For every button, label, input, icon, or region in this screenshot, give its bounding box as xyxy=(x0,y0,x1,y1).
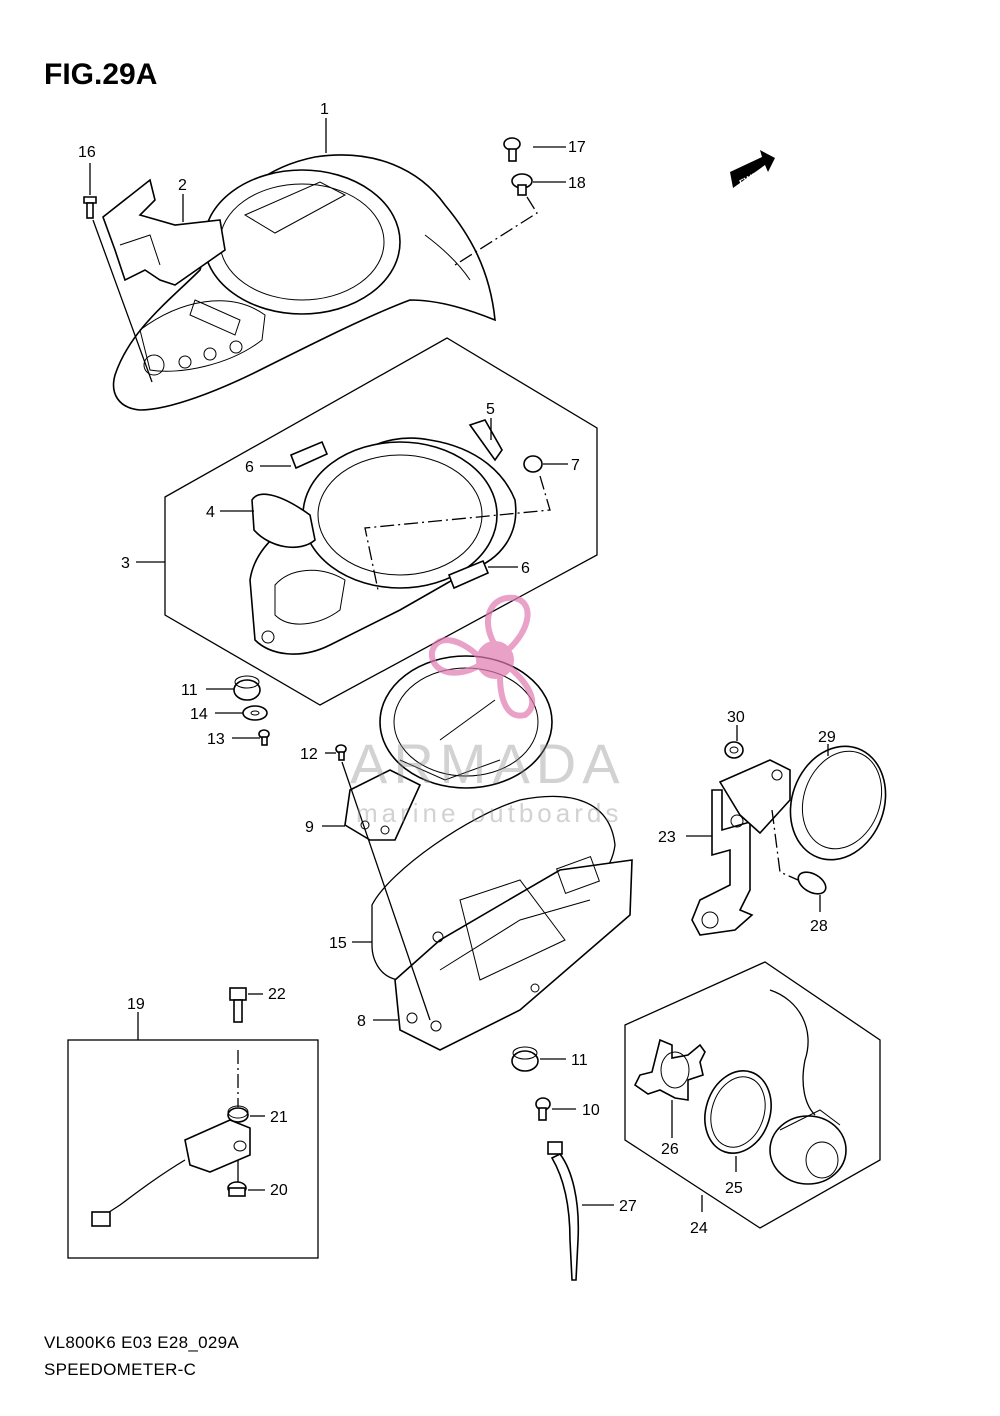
meter-housing-part-3 xyxy=(249,437,517,655)
callout-10: 10 xyxy=(582,1102,600,1119)
bracket-part-23 xyxy=(691,789,754,936)
callout-18: 18 xyxy=(568,175,586,192)
model-code: VL800K6 E03 E28_029A xyxy=(44,1333,240,1352)
bolt-part-22 xyxy=(229,987,247,1023)
callout-29: 29 xyxy=(818,729,836,746)
callout-13: 13 xyxy=(207,731,225,748)
callout-17: 17 xyxy=(568,139,586,156)
grommet-part-11a xyxy=(233,675,261,701)
callout-21: 21 xyxy=(270,1109,288,1126)
callout-11a: 11 xyxy=(181,682,198,699)
callout-26: 26 xyxy=(661,1141,679,1158)
callout-30: 30 xyxy=(727,709,745,726)
pad-part-6a xyxy=(289,440,329,470)
screw-part-13 xyxy=(258,729,270,746)
pad-part-5 xyxy=(468,419,503,462)
watermark-tagline: marine outboards xyxy=(356,798,622,828)
callout-24: 24 xyxy=(690,1220,708,1237)
callout-12: 12 xyxy=(300,746,318,763)
screw-part-12 xyxy=(335,744,347,761)
seal-ring-part-25 xyxy=(704,1070,772,1154)
watermark-logo: ARMADA marine outboards xyxy=(350,594,626,828)
callout-labels: 1 2 16 17 18 5 6 7 4 3 6 11 14 13 12 9 1… xyxy=(78,101,836,1237)
meter-cover-part-1 xyxy=(112,154,496,411)
lower-case-part-8 xyxy=(394,855,633,1051)
screw-part-17 xyxy=(503,137,521,162)
callout-5: 5 xyxy=(486,401,495,418)
leader-lines xyxy=(89,118,829,1212)
washer-screw-part-18 xyxy=(511,173,533,196)
washer-part-14 xyxy=(242,705,268,721)
nut-part-30 xyxy=(724,741,744,759)
callout-25: 25 xyxy=(725,1180,743,1197)
pad-part-6b xyxy=(447,559,490,590)
callout-6b: 6 xyxy=(521,560,530,577)
callout-15: 15 xyxy=(329,935,347,952)
cushion-part-4 xyxy=(251,493,316,548)
plate-part-23b xyxy=(718,759,791,835)
cap-part-7 xyxy=(523,455,543,473)
callout-2: 2 xyxy=(178,177,187,194)
watermark-brand: ARMADA xyxy=(350,732,626,795)
screw-part-10 xyxy=(535,1097,551,1121)
callout-28: 28 xyxy=(810,918,828,935)
bracket-part-2 xyxy=(102,178,226,286)
housing-frame-part-3 xyxy=(164,337,598,706)
callout-7: 7 xyxy=(571,457,580,474)
speedometer-gauge xyxy=(379,655,553,789)
sensor-body xyxy=(91,1119,251,1227)
callout-9: 9 xyxy=(305,819,314,836)
callout-6a: 6 xyxy=(245,459,254,476)
coupling-part-26 xyxy=(633,1038,706,1101)
callout-22: 22 xyxy=(268,986,286,1003)
plate-part-9 xyxy=(344,769,422,841)
assembly-name: SPEEDOMETER-C xyxy=(44,1360,197,1379)
callout-1: 1 xyxy=(320,101,329,118)
callout-20: 20 xyxy=(270,1182,288,1199)
grommet-part-11b xyxy=(511,1046,539,1072)
callout-14: 14 xyxy=(190,706,208,723)
bushing-part-20 xyxy=(227,1181,247,1197)
propeller-icon xyxy=(428,594,536,719)
callout-23: 23 xyxy=(658,829,676,846)
fwd-arrow-icon: FWD xyxy=(730,150,775,188)
sensor-box-part-19 xyxy=(67,1039,319,1259)
callout-3: 3 xyxy=(121,555,130,572)
speed-sensor-part-24 xyxy=(769,989,847,1185)
callout-27: 27 xyxy=(619,1198,637,1215)
callout-4: 4 xyxy=(206,504,215,521)
callout-11b: 11 xyxy=(571,1052,588,1069)
callout-8: 8 xyxy=(357,1013,366,1030)
cable-tie-part-27 xyxy=(547,1141,580,1281)
clamp-part-28 xyxy=(797,871,827,895)
figure-title: FIG.29A xyxy=(44,58,158,91)
callout-19: 19 xyxy=(127,996,145,1013)
screw-part-16 xyxy=(83,196,97,219)
callout-16: 16 xyxy=(78,144,96,161)
reflector-part-29 xyxy=(789,745,887,861)
sensor-frame-part-24 xyxy=(624,961,881,1229)
